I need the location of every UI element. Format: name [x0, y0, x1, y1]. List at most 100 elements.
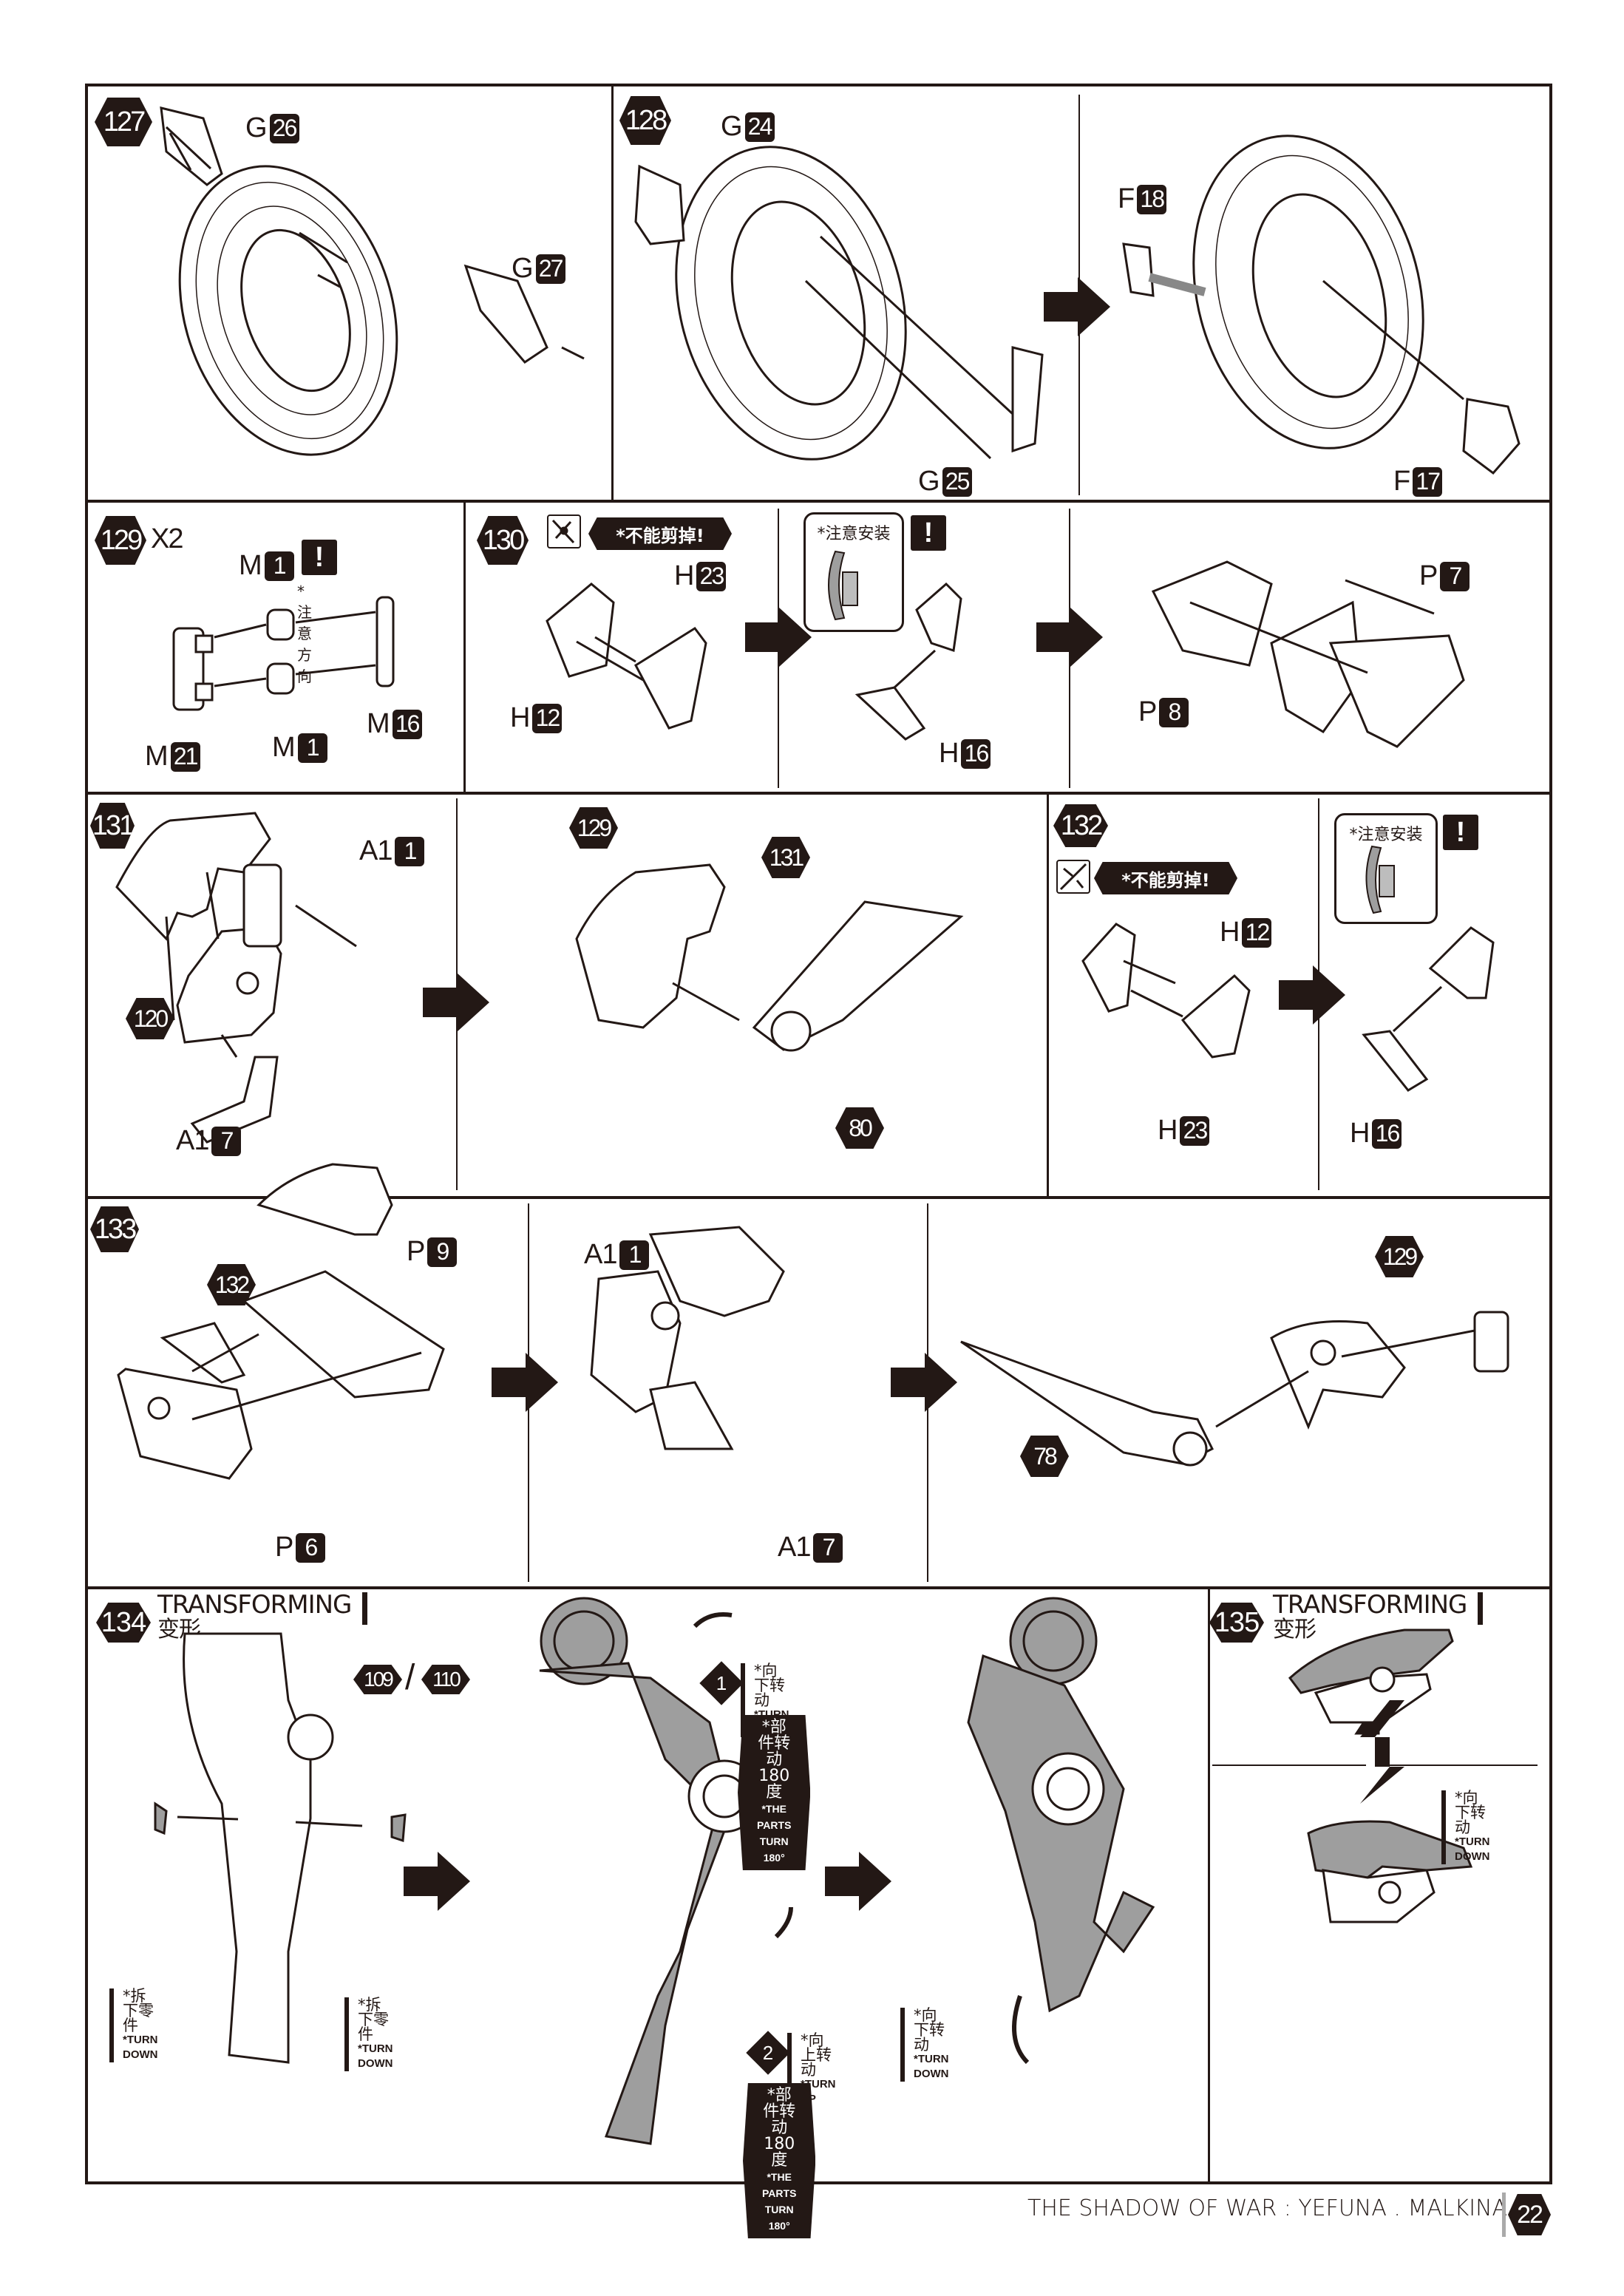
runner-letter: F [1118, 183, 1135, 214]
part-number: 8 [1159, 697, 1189, 727]
part-label-P7: P 7 [1419, 560, 1470, 592]
part-label-H12: H 12 [510, 702, 563, 734]
part-number: 7 [211, 1126, 242, 1156]
part-number: 7 [813, 1532, 843, 1563]
quantity-multiplier: X2 [151, 523, 184, 554]
runner-letter: M [272, 732, 296, 763]
part-label-A1-1: A1 1 [584, 1239, 650, 1271]
step-number-badge: 128 [619, 96, 671, 145]
title-bar [362, 1592, 368, 1625]
do-not-cut-warning: *不能剪掉! [588, 517, 732, 550]
runner-letter: A1 [176, 1125, 209, 1156]
remove-part-left-instruction: *拆下零件 *TURN DOWN [109, 1988, 158, 2062]
part-number: 16 [1372, 1118, 1402, 1149]
part-number: 26 [269, 113, 299, 143]
part-label-P6: P 6 [275, 1532, 326, 1563]
part-label-A1-7: A1 7 [176, 1125, 242, 1157]
part-label-H16: H 16 [1350, 1118, 1402, 1149]
step-number-badge: 127 [95, 98, 152, 146]
instruction-english: *TURN DOWN [914, 2053, 949, 2080]
runner-letter: H [939, 738, 959, 769]
callout-chinese: *部件转动180度 [763, 2086, 796, 2170]
callout-english: *THE PARTS TURN 180° [762, 2171, 797, 2232]
next-stage-arrow-icon [891, 1353, 957, 1412]
title-english: TRANSFORMING [157, 1590, 352, 1620]
part-label-P9: P 9 [407, 1236, 458, 1268]
row-divider [85, 500, 1552, 503]
part-number: 1 [395, 836, 425, 866]
ref-step-129-badge: 129 [569, 807, 618, 849]
step-number-badge: 133 [90, 1206, 139, 1252]
instruction-chinese: *向上转动 [801, 2031, 832, 2079]
ref-separator: / [405, 1658, 415, 1697]
part-label-H23: H 23 [1158, 1115, 1210, 1147]
part-label-G24: G 24 [721, 111, 775, 143]
manual-footer-title: THE SHADOW OF WAR : YEFUNA . MALKINA [1027, 2195, 1508, 2221]
runner-letter: H [1220, 917, 1240, 948]
part-label-M1-bottom: M 1 [272, 732, 327, 764]
part-number: 18 [1137, 184, 1167, 214]
warning-icon: ! [911, 515, 946, 551]
part-number: 12 [532, 703, 563, 733]
armor-parts-illustration [1081, 923, 1495, 1092]
turn-down-instruction: *向下转动 *TURN DOWN [1441, 1790, 1490, 1864]
title-english: TRANSFORMING [1273, 1590, 1467, 1620]
part-label-G26: G 26 [245, 112, 299, 144]
ring-part-illustration [634, 135, 1521, 475]
warning-icon: ! [302, 540, 337, 575]
step-number-badge: 129 [95, 516, 146, 565]
rotate-180-callout: *部件转动180度 *THE PARTS TURN 180° [738, 1715, 811, 1870]
no-nippers-icon [1056, 860, 1090, 894]
instruction-page-frame [85, 84, 1552, 2184]
runner-letter: A1 [584, 1239, 617, 1270]
part-label-M21: M 21 [145, 741, 200, 772]
page-number-divider [1502, 2193, 1506, 2237]
ref-step-120-badge: 120 [126, 998, 174, 1039]
step-number-badge: 132 [1053, 804, 1108, 847]
column-divider [463, 501, 466, 793]
armor-parts-illustration [546, 560, 1465, 748]
row-divider [85, 1196, 1552, 1199]
part-number: 1 [619, 1240, 650, 1270]
part-label-G27: G 27 [512, 253, 565, 285]
part-number: 23 [1180, 1115, 1210, 1146]
runner-letter: P [1419, 560, 1438, 591]
runner-letter: H [1158, 1115, 1178, 1146]
part-number: 23 [696, 561, 727, 591]
runner-letter: P [275, 1532, 293, 1563]
instruction-chinese: *拆下零件 [123, 1987, 154, 2034]
part-number: 1 [264, 551, 294, 581]
runner-letter: G [512, 253, 534, 284]
orientation-note: *注意方向 [297, 583, 312, 685]
part-number: 7 [1440, 561, 1470, 591]
title-bar [1478, 1592, 1484, 1625]
callout-english: *THE PARTS TURN 180° [757, 1803, 792, 1864]
next-stage-arrow-icon [423, 973, 489, 1032]
part-label-M16: M 16 [367, 708, 422, 740]
part-label-A1-7: A1 7 [778, 1532, 843, 1563]
do-not-cut-warning: *不能剪掉! [1094, 862, 1237, 894]
warning-icon: ! [1443, 815, 1478, 850]
runner-letter: A1 [359, 835, 393, 866]
part-number: 27 [535, 254, 565, 284]
next-stage-arrow-icon [825, 1852, 928, 1911]
turn-up-instruction: *向上转动 *TURN UP [787, 2033, 836, 2107]
part-number: 1 [297, 733, 327, 763]
title-chinese: 变形 [1273, 1617, 1316, 1643]
instruction-chinese: *向下转动 [1455, 1789, 1486, 1836]
ref-part-78-badge: 78 [1020, 1436, 1069, 1477]
install-note-text: *注意安装 [1349, 826, 1423, 844]
runner-letter: M [239, 550, 262, 581]
part-number: 21 [170, 741, 200, 772]
page-number-badge: 22 [1508, 2194, 1551, 2235]
instruction-english: *TURN DOWN [358, 2042, 393, 2070]
ref-part-110-badge: 110 [421, 1665, 470, 1694]
next-stage-arrow-icon [1044, 277, 1110, 336]
part-label-H12: H 12 [1220, 917, 1272, 948]
instruction-chinese: *向下转动 [754, 1662, 785, 1709]
shield-assembly-illustration [115, 812, 964, 1144]
shield-flip-illustration [1288, 1628, 1473, 1923]
turn-down-instruction: *向下转动 *TURN DOWN [900, 2008, 949, 2082]
transforming-title: TRANSFORMING 变形 [1273, 1590, 1484, 1643]
ref-part-109-badge: 109 [353, 1665, 402, 1694]
